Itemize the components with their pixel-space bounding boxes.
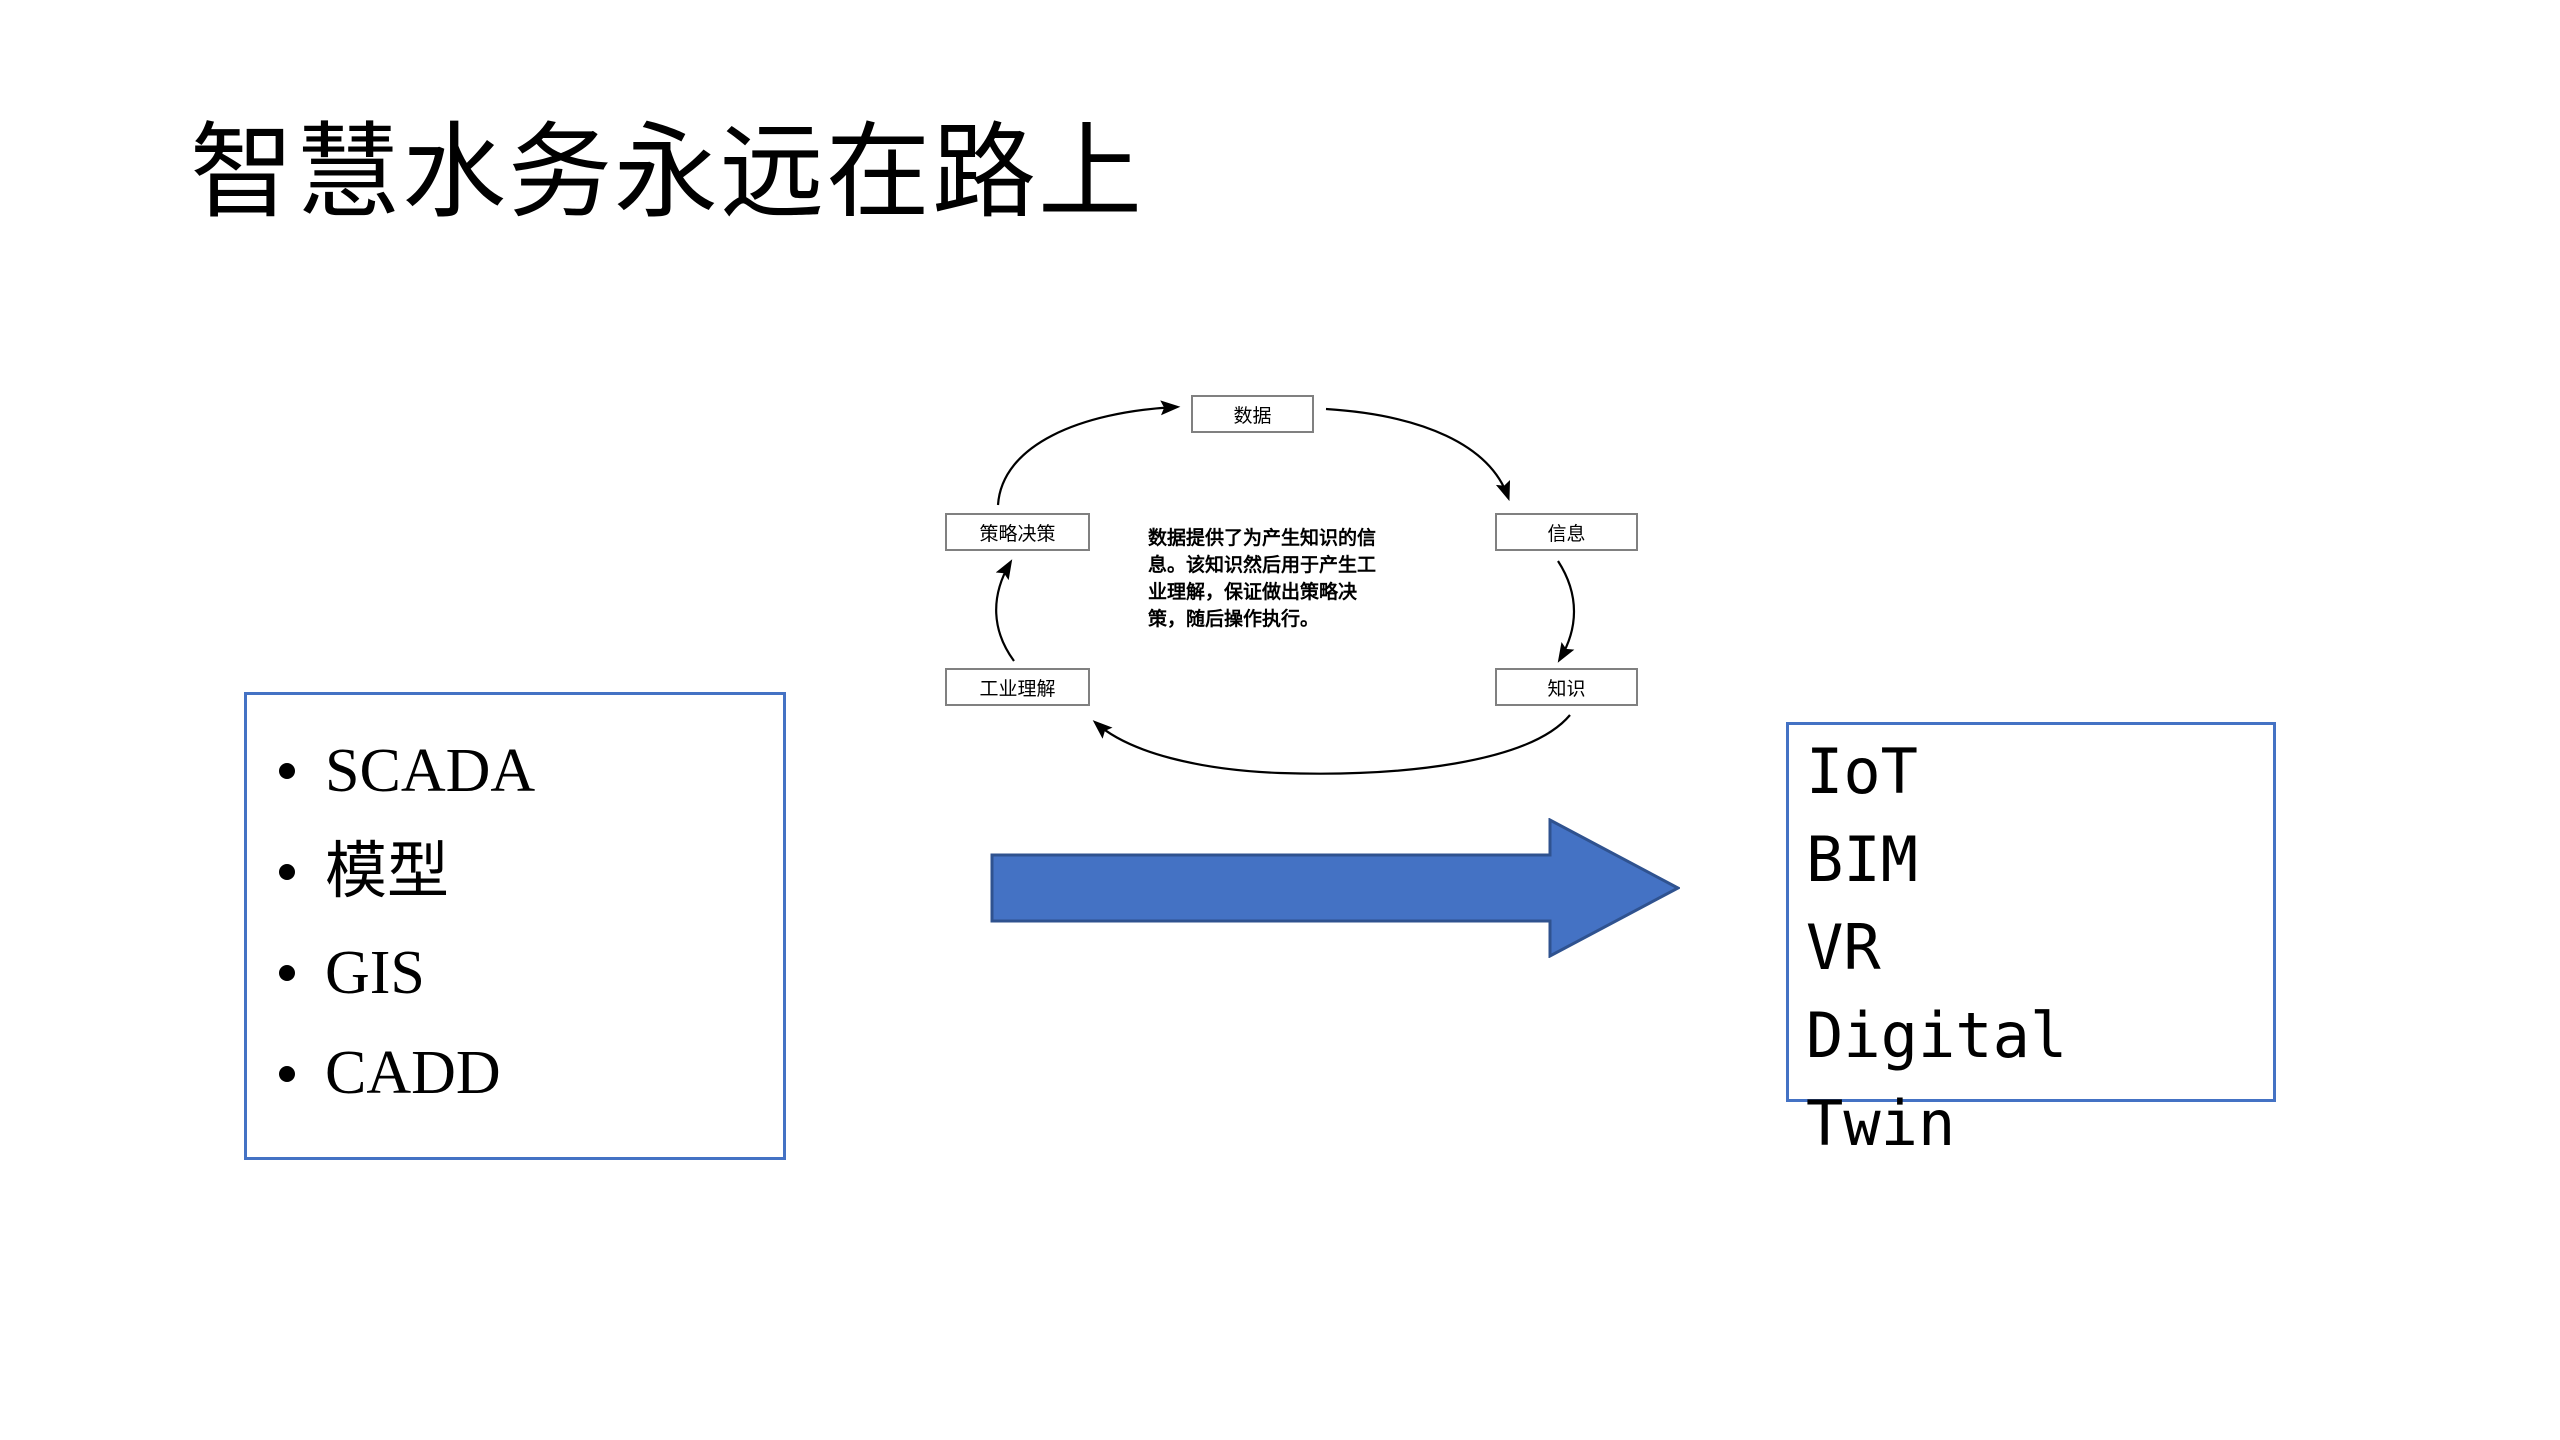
- modern-tech-list: IoT BIM VR Digital Twin: [1806, 728, 2406, 1168]
- right-arrow-icon: [990, 817, 1682, 959]
- cycle-arrows-layer: [995, 400, 1575, 775]
- arrow-knowledge-to-industry: [1092, 714, 1571, 775]
- cycle-node-label: 数据: [1233, 404, 1272, 427]
- list-item-label: CADD: [325, 1039, 501, 1108]
- list-item: CADD: [247, 1023, 783, 1123]
- list-item-label: SCADA: [325, 737, 536, 805]
- cycle-caption-text: 数据提供了为产生知识的信息。该知识然后用于产生工业理解，保证做出策略决策，随后操…: [1148, 527, 1377, 630]
- cycle-node-label: 策略决策: [979, 522, 1056, 545]
- arrow-info-to-knowledge: [1557, 560, 1575, 663]
- transition-arrow-shape: [990, 817, 1682, 959]
- cycle-node-knowledge[interactable]: 知识: [1495, 668, 1638, 706]
- cycle-node-industrial-understanding[interactable]: 工业理解: [945, 668, 1090, 706]
- list-item: BIM: [1806, 823, 1918, 897]
- modern-tech-panel: [1786, 722, 2276, 1102]
- list-item: Twin: [1806, 1087, 1956, 1161]
- arrow-industry-to-strategy: [995, 559, 1015, 662]
- cycle-node-information[interactable]: 信息: [1495, 513, 1638, 551]
- cycle-node-label: 知识: [1547, 677, 1586, 700]
- cycle-node-strategic-decision[interactable]: 策略决策: [945, 513, 1090, 551]
- bullet-icon: [279, 763, 295, 780]
- bullet-icon: [279, 864, 295, 881]
- page-title: 智慧水务永远在路上: [190, 116, 1145, 231]
- list-item: Digital: [1806, 999, 2068, 1073]
- list-item: GIS: [247, 923, 783, 1023]
- list-item: IoT: [1806, 735, 1918, 808]
- legacy-tech-list: SCADA 模型 GIS CADD: [247, 695, 783, 1124]
- list-item-label: 模型: [325, 834, 450, 908]
- bullet-icon: [279, 1065, 295, 1082]
- arrow-strategy-to-data: [996, 400, 1181, 506]
- cycle-node-data[interactable]: 数据: [1191, 395, 1314, 433]
- list-item: SCADA: [247, 721, 783, 821]
- cycle-node-label: 工业理解: [979, 677, 1056, 700]
- list-item: 模型: [247, 821, 783, 922]
- dikw-cycle-diagram: 数据 信息 知识 工业理解 策略决策 数据提供了为产生知识的信息。该知识然后用于…: [930, 385, 1690, 785]
- legacy-tech-panel: SCADA 模型 GIS CADD: [244, 692, 786, 1160]
- arrow-data-to-info: [1325, 407, 1511, 502]
- list-item: VR: [1806, 911, 1881, 985]
- cycle-node-label: 信息: [1547, 522, 1586, 545]
- list-item-label: GIS: [325, 938, 425, 1007]
- bullet-icon: [279, 965, 295, 982]
